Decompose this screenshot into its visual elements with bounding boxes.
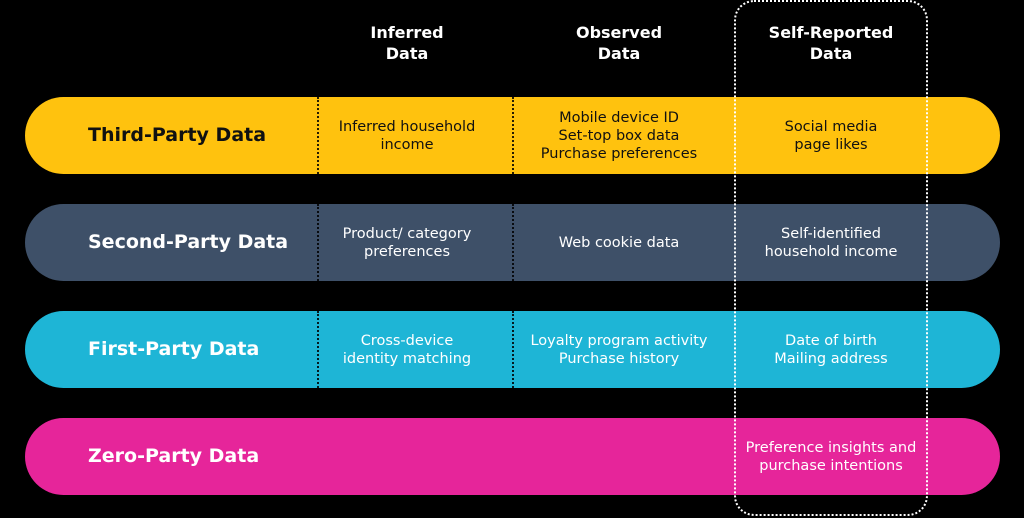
cell-line: page likes bbox=[794, 136, 868, 153]
cell-line: Web cookie data bbox=[558, 234, 680, 251]
cell-observed: Loyalty program activity Purchase histor… bbox=[514, 311, 724, 388]
divider bbox=[317, 97, 319, 174]
divider bbox=[512, 204, 514, 281]
column-header-observed-line1: Observed bbox=[575, 23, 663, 42]
row-label: Second-Party Data bbox=[88, 231, 289, 253]
cell-line: Purchase history bbox=[558, 350, 680, 367]
column-header-self-reported: Self-Reported Data bbox=[731, 22, 931, 64]
row-zero-party: Zero-Party Data Preference insights and … bbox=[25, 418, 1000, 495]
divider bbox=[512, 97, 514, 174]
row-label: First-Party Data bbox=[88, 338, 260, 360]
column-header-inferred-line1: Inferred bbox=[370, 23, 444, 42]
cell-line: Preference insights and bbox=[745, 439, 917, 456]
cell-line: income bbox=[380, 136, 434, 153]
cell-inferred: Product/ category preferences bbox=[302, 204, 512, 281]
divider bbox=[512, 311, 514, 388]
column-header-observed: Observed Data bbox=[519, 22, 719, 64]
cell-self-reported: Date of birth Mailing address bbox=[726, 311, 936, 388]
cell-inferred: Inferred household income bbox=[302, 97, 512, 174]
column-header-inferred: Inferred Data bbox=[307, 22, 507, 64]
row-first-party: First-Party Data Cross-device identity m… bbox=[25, 311, 1000, 388]
cell-observed: Web cookie data bbox=[514, 204, 724, 281]
cell-inferred: Cross-device identity matching bbox=[302, 311, 512, 388]
cell-line: Purchase preferences bbox=[540, 145, 698, 162]
cell-line: Mailing address bbox=[774, 350, 888, 367]
cell-line: Product/ category bbox=[342, 225, 472, 242]
row-third-party: Third-Party Data Inferred household inco… bbox=[25, 97, 1000, 174]
column-header-inferred-line2: Data bbox=[385, 44, 429, 63]
row-label: Third-Party Data bbox=[88, 124, 267, 146]
cell-line: Loyalty program activity bbox=[530, 332, 708, 349]
cell-line: Inferred household bbox=[338, 118, 476, 135]
cell-line: Set-top box data bbox=[558, 127, 680, 144]
row-second-party: Second-Party Data Product/ category pref… bbox=[25, 204, 1000, 281]
cell-line: preferences bbox=[364, 243, 450, 260]
cell-line: Date of birth bbox=[785, 332, 877, 349]
cell-line: Cross-device bbox=[360, 332, 454, 349]
cell-self-reported: Self-identified household income bbox=[726, 204, 936, 281]
divider bbox=[317, 204, 319, 281]
cell-line: Mobile device ID bbox=[559, 109, 679, 126]
column-header-self-reported-line2: Data bbox=[809, 44, 853, 63]
divider bbox=[317, 311, 319, 388]
cell-line: household income bbox=[764, 243, 898, 260]
cell-line: identity matching bbox=[342, 350, 472, 367]
row-label: Zero-Party Data bbox=[88, 445, 260, 467]
column-header-observed-line2: Data bbox=[597, 44, 641, 63]
cell-line: Social media bbox=[784, 118, 878, 135]
cell-self-reported: Social media page likes bbox=[726, 97, 936, 174]
cell-line: purchase intentions bbox=[759, 457, 903, 474]
cell-line: Self-identified bbox=[780, 225, 881, 242]
column-header-self-reported-line1: Self-Reported bbox=[768, 23, 894, 42]
cell-observed: Mobile device ID Set-top box data Purcha… bbox=[514, 97, 724, 174]
cell-self-reported: Preference insights and purchase intenti… bbox=[726, 418, 936, 495]
